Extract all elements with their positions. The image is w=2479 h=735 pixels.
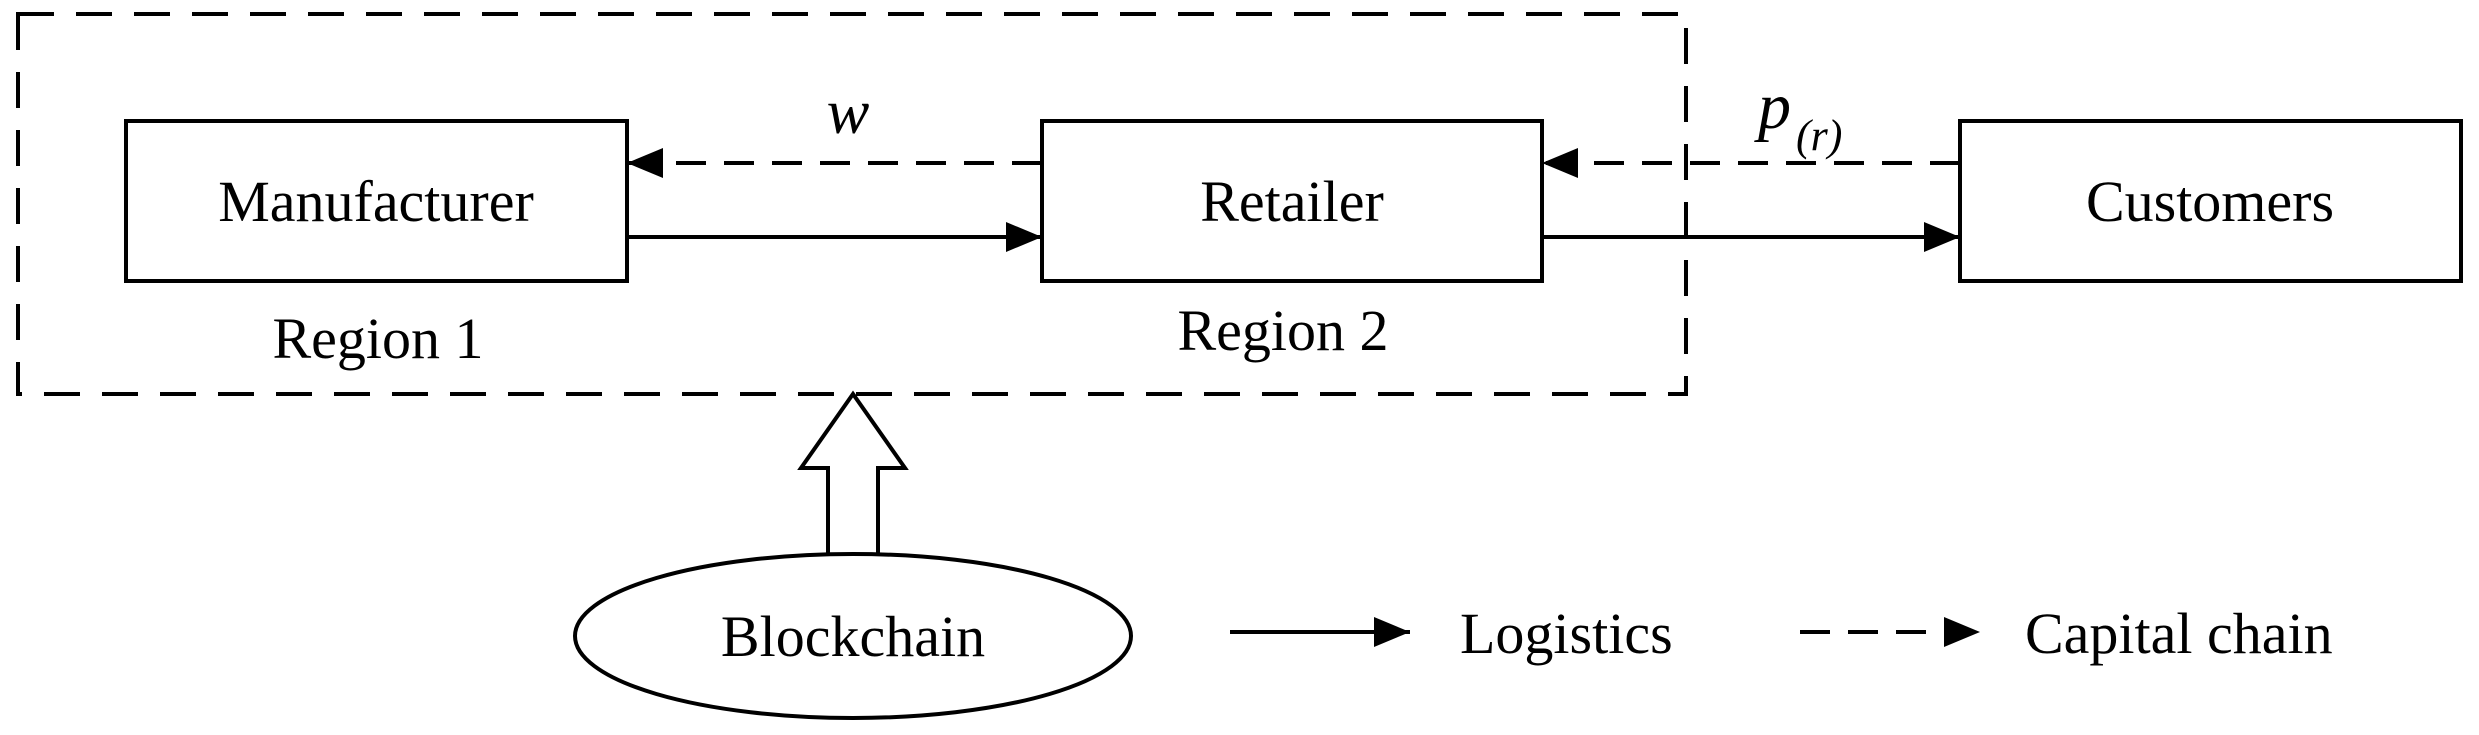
wholesale-price-label: w: [827, 76, 870, 147]
blockchain-region-boundary: [16, 12, 1688, 396]
retail-price-label: p (r): [1754, 70, 1842, 160]
retail-price-symbol: p: [1754, 70, 1791, 143]
customers-label: Customers: [2086, 169, 2334, 234]
manufacturer-node: Manufacturer: [124, 119, 629, 283]
customers-node: Customers: [1958, 119, 2463, 283]
blockchain-label: Blockchain: [721, 604, 985, 669]
legend: Logistics Capital chain: [1230, 601, 2333, 666]
blockchain-node: Blockchain: [573, 552, 1133, 720]
retailer-label: Retailer: [1200, 169, 1384, 234]
legend-logistics-label: Logistics: [1460, 601, 1673, 666]
region-1-label: Region 1: [272, 306, 483, 371]
region-2-label: Region 2: [1177, 298, 1388, 363]
legend-capital-chain-label: Capital chain: [2025, 601, 2333, 666]
blockchain-support-arrow: [797, 390, 909, 556]
manufacturer-label: Manufacturer: [218, 169, 534, 234]
retailer-node: Retailer: [1040, 119, 1544, 283]
retail-price-subscript: (r): [1796, 111, 1842, 160]
